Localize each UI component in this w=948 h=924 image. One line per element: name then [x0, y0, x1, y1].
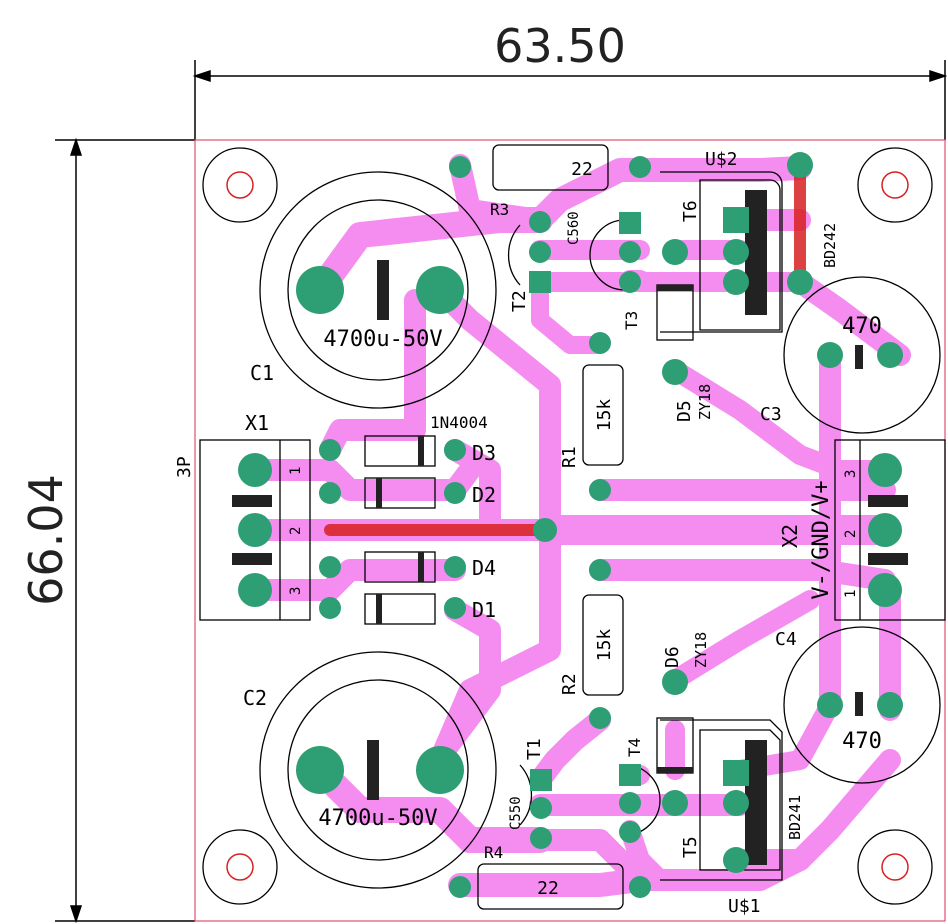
label-t4: T4 — [625, 738, 644, 757]
label-u1: U$1 — [728, 896, 761, 917]
component-labels: 4700u-50V C1 4700u-50V C2 470 C3 470 C4 … — [174, 149, 882, 917]
label-t3: T3 — [622, 311, 641, 330]
label-diode-type: 1N4004 — [430, 413, 488, 432]
label-d5-value: ZY18 — [696, 384, 714, 420]
label-x1-type: 3P — [174, 456, 195, 478]
label-u1-value: BD241 — [786, 795, 804, 840]
label-c3: C3 — [760, 404, 782, 425]
silkscreen — [199, 144, 946, 910]
c4-outline — [783, 626, 941, 784]
label-c3-value: 470 — [842, 314, 882, 339]
mount-hole-br — [857, 829, 933, 905]
label-d5: D5 — [674, 400, 695, 422]
x2-outline — [834, 439, 946, 621]
label-x2-pin2: 2 — [843, 530, 859, 538]
width-dimension: 63.50 — [494, 19, 626, 73]
c2-inner — [287, 679, 469, 861]
mount-hole-bl — [202, 829, 278, 905]
mount-hole-tr — [857, 147, 933, 223]
mount-hole-tl — [202, 147, 278, 223]
label-x2-pin3: 3 — [843, 470, 859, 478]
c1-inner — [287, 199, 469, 381]
label-c4-value: 470 — [842, 729, 882, 754]
label-t2: T2 — [509, 290, 530, 312]
label-d4: D4 — [472, 556, 496, 580]
label-r2: R2 — [559, 673, 580, 695]
label-c1: C1 — [250, 361, 274, 385]
label-t1: T1 — [524, 738, 545, 760]
label-x1-pin2: 2 — [288, 527, 304, 535]
label-r4: R4 — [484, 843, 503, 862]
label-r1-value: 15k — [594, 399, 615, 432]
label-u2: U$2 — [705, 149, 738, 170]
x1-outline — [199, 439, 311, 621]
label-c4: C4 — [775, 629, 797, 650]
label-t5: T5 — [680, 836, 701, 858]
label-r3: R3 — [490, 200, 509, 219]
label-r1: R1 — [559, 446, 580, 468]
wire-bridges — [324, 159, 806, 536]
silk-fill — [232, 190, 908, 865]
label-d3: D3 — [472, 441, 496, 465]
label-d1: D1 — [472, 598, 496, 622]
label-x1: X1 — [245, 411, 269, 435]
label-x2-pin1: 1 — [843, 590, 859, 598]
label-t1-value: C550 — [508, 796, 524, 830]
label-r4-value: 22 — [537, 878, 559, 899]
pads — [226, 152, 909, 898]
label-x1-pin1: 1 — [288, 467, 304, 475]
label-x2: X2 — [778, 524, 802, 548]
label-c2-value: 4700u-50V — [318, 806, 437, 831]
label-t2-value: C560 — [566, 211, 582, 245]
label-r2-value: 15k — [594, 629, 615, 662]
label-d2: D2 — [472, 483, 496, 507]
copper-traces — [244, 154, 911, 897]
label-c1-value: 4700u-50V — [323, 327, 442, 352]
label-c2: C2 — [243, 686, 267, 710]
c2-outline — [259, 651, 497, 889]
label-t6: T6 — [680, 200, 701, 222]
dimension-lines — [55, 60, 948, 924]
c1-outline — [259, 171, 497, 409]
c3-outline — [783, 276, 941, 434]
label-r3-value: 22 — [571, 159, 593, 180]
label-x1-pin3: 3 — [288, 587, 304, 595]
label-x2-rail: V-/GND/V+ — [809, 480, 834, 599]
label-u2-value: BD242 — [821, 223, 839, 268]
label-d6-value: ZY18 — [692, 632, 710, 668]
height-dimension: 66.04 — [19, 474, 73, 606]
label-d6: D6 — [662, 646, 683, 668]
